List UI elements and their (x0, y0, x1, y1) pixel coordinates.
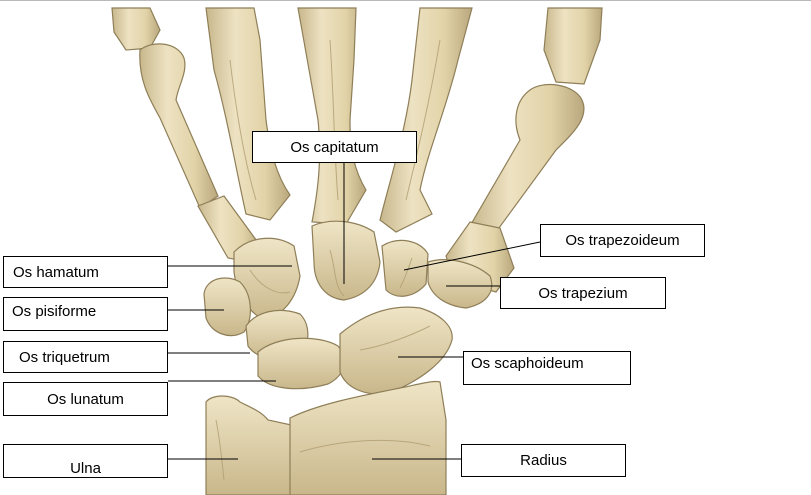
little-finger-middle (139, 43, 219, 209)
label-os-capitatum: Os capitatum (252, 131, 417, 163)
leader-trapezoideum (403, 241, 541, 271)
label-os-lunatum: Os lunatum (3, 382, 168, 416)
middle-finger-metacarpal (297, 7, 367, 225)
thumb-distal (543, 7, 603, 85)
ring-finger-metacarpal (205, 7, 291, 221)
trapezium-bone (427, 259, 493, 309)
label-ulna: Ulna (3, 444, 168, 478)
scaphoid-bone (339, 306, 453, 395)
label-os-scaphoideum: Os scaphoideum (463, 351, 631, 385)
thumb-proximal (469, 83, 585, 233)
radius-bone (289, 380, 447, 495)
leader-lines (168, 163, 541, 460)
top-border (0, 0, 811, 1)
label-os-pisiforme: Os pisiforme (3, 297, 168, 331)
label-os-triquetrum: Os triquetrum (3, 341, 168, 373)
ulna-bone (205, 395, 297, 495)
label-os-hamatum: Os hamatum (3, 256, 168, 288)
capitate-bone (311, 220, 381, 301)
label-os-trapezoideum: Os trapezoideum (540, 224, 705, 257)
index-finger-metacarpal (379, 7, 473, 233)
label-os-trapezium: Os trapezium (500, 277, 666, 309)
trapezoid-bone (381, 239, 429, 297)
label-radius: Radius (461, 444, 626, 477)
pisiform-bone (203, 277, 251, 337)
